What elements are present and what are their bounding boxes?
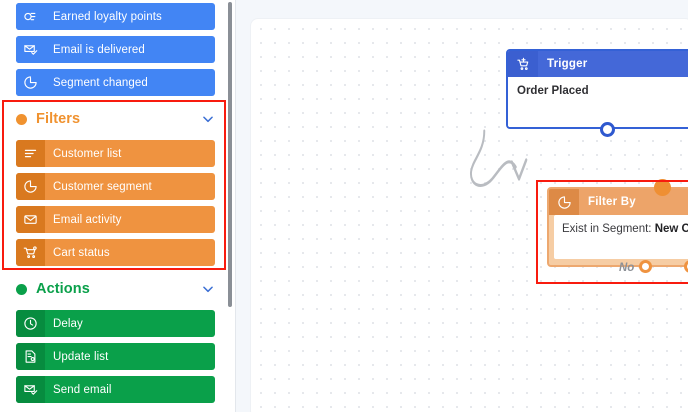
canvas-area: Trigger Order Placed — [236, 0, 688, 412]
sidebar-item-label: Cart status — [53, 246, 110, 259]
actions-section-dot — [16, 283, 27, 295]
section-header-actions[interactable]: Actions — [16, 274, 215, 304]
trigger-node-body: Order Placed — [508, 77, 688, 127]
actions-section: Actions Delay — [0, 274, 236, 403]
envelope-icon — [16, 206, 45, 233]
trigger-node-header: Trigger — [508, 51, 688, 77]
trigger-output-port[interactable] — [600, 122, 615, 137]
trigger-node-title: Trigger — [547, 58, 588, 70]
sidebar-item-email-is-delivered[interactable]: Email is delivered — [16, 36, 215, 63]
trigger-list: Earned loyalty points Email is delivered — [0, 0, 236, 96]
filter-port-no-label: No — [619, 262, 635, 274]
sidebar-scrollbar-thumb[interactable] — [228, 2, 232, 307]
sidebar-item-email-activity[interactable]: Email activity — [16, 206, 215, 233]
sidebar-item-update-list[interactable]: Update list — [16, 343, 215, 370]
document-gear-icon — [16, 343, 45, 370]
clock-icon — [16, 310, 45, 337]
sidebar-item-segment-changed[interactable]: Segment changed — [16, 69, 215, 96]
filter-node-title: Filter By — [588, 196, 636, 208]
sidebar-divider — [235, 0, 236, 412]
filters-section: Filters Customer list — [0, 104, 236, 266]
sidebar-item-customer-segment[interactable]: Customer segment — [16, 173, 215, 200]
sidebar-item-label: Segment changed — [53, 76, 148, 89]
segment-pie-icon — [549, 189, 579, 215]
sidebar-item-label: Customer list — [53, 147, 122, 160]
filters-section-dot — [16, 113, 27, 125]
shopping-cart-plus-icon — [508, 51, 538, 77]
sidebar-item-delay[interactable]: Delay — [16, 310, 215, 337]
filter-node[interactable]: Filter By Exist in Segment: New Customer… — [547, 187, 688, 267]
sidebar-item-label: Send email — [53, 383, 112, 396]
list-lines-icon — [16, 140, 45, 167]
section-title: Filters — [36, 111, 81, 127]
segment-pie-icon — [16, 69, 45, 96]
sidebar-item-label: Delay — [53, 317, 83, 330]
filter-condition-label: Exist in Segment: — [562, 223, 652, 235]
email-send-icon — [16, 376, 45, 403]
loyalty-points-icon — [16, 3, 45, 30]
section-title: Actions — [36, 281, 90, 297]
sidebar: Earned loyalty points Email is delivered — [0, 0, 236, 412]
shopping-cart-icon — [16, 239, 45, 266]
chevron-down-icon[interactable] — [201, 112, 215, 126]
trigger-node-value: Order Placed — [517, 85, 589, 97]
sidebar-item-label: Customer segment — [53, 180, 152, 193]
sidebar-item-label: Earned loyalty points — [53, 10, 162, 23]
filter-output-port-yes[interactable] — [684, 260, 688, 273]
filter-input-port[interactable] — [654, 179, 671, 196]
segment-pie-icon — [16, 173, 45, 200]
trigger-node[interactable]: Trigger Order Placed — [506, 49, 688, 129]
sidebar-item-earned-loyalty-points[interactable]: Earned loyalty points — [16, 3, 215, 30]
sidebar-item-label: Email activity — [53, 213, 122, 226]
sidebar-item-send-email[interactable]: Send email — [16, 376, 215, 403]
email-check-icon — [16, 36, 45, 63]
sidebar-item-cart-status[interactable]: Cart status — [16, 239, 215, 266]
chevron-down-icon[interactable] — [201, 282, 215, 296]
flow-canvas[interactable]: Trigger Order Placed — [251, 19, 688, 412]
sidebar-item-label: Update list — [53, 350, 109, 363]
filter-output-port-no[interactable] — [639, 260, 652, 273]
section-header-filters[interactable]: Filters — [16, 104, 215, 134]
sidebar-item-label: Email is delivered — [53, 43, 145, 56]
sidebar-item-customer-list[interactable]: Customer list — [16, 140, 215, 167]
